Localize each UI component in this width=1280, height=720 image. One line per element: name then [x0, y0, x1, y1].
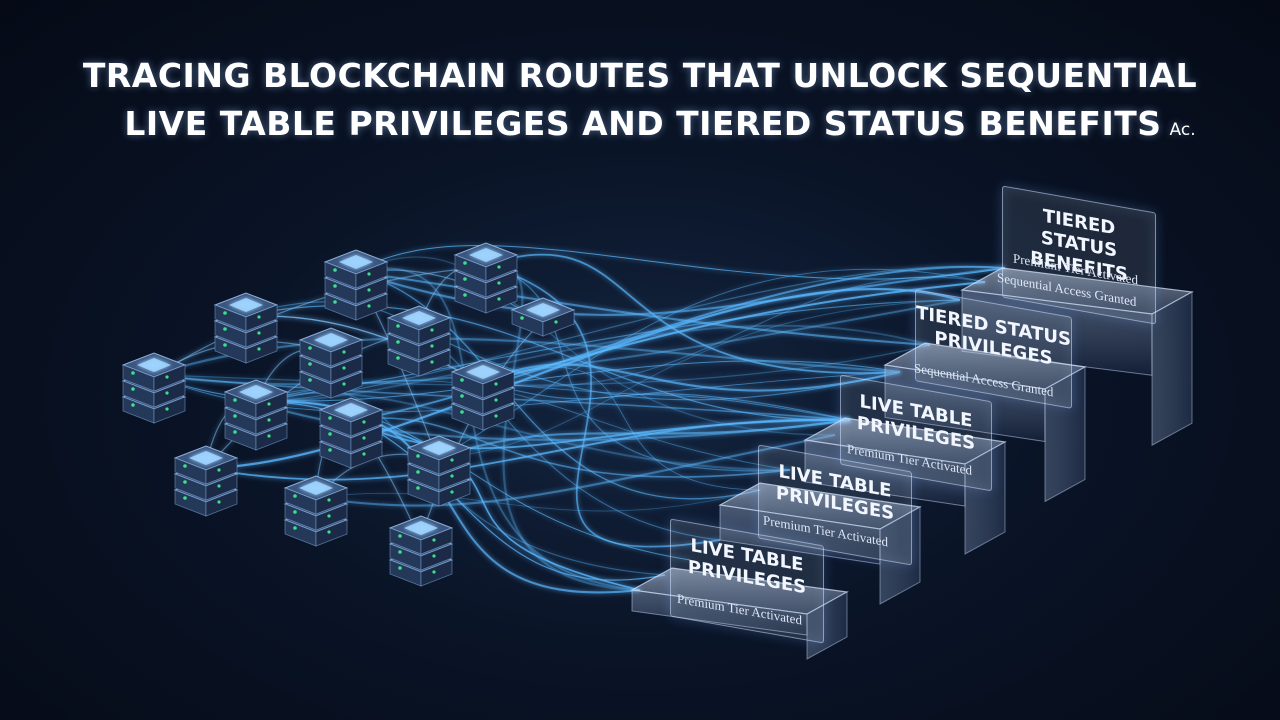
node-network: [121, 242, 576, 587]
route-line: [204, 418, 851, 481]
route-line: [349, 417, 791, 478]
route-line: [354, 270, 931, 347]
headline-line-1: TRACING BLOCKCHAIN ROUTES THAT UNLOCK SE…: [82, 56, 1198, 95]
step-panel-5-title: Live Table Privileges: [687, 535, 807, 599]
blockchain-node: [406, 435, 472, 507]
staircase: [630, 267, 1194, 660]
stair-block-4: [718, 482, 922, 605]
route-line: [314, 489, 761, 512]
route-line: [481, 363, 901, 392]
step-panel-2-title: Tiered Status Privileges: [916, 302, 1071, 370]
route-line: [354, 271, 761, 500]
blockchain-node: [318, 397, 384, 469]
route-line: [481, 280, 986, 383]
route-line: [484, 264, 791, 472]
blockchain-node: [173, 445, 239, 517]
blockchain-node: [510, 297, 576, 337]
headline-line-2-text: LIVE TABLE PRIVILEGES AND TIERED STATUS …: [124, 104, 1162, 143]
route-line: [481, 366, 761, 491]
route-line: [484, 253, 901, 374]
blockchain-node: [450, 359, 516, 431]
node-link: [152, 266, 486, 378]
route-line: [314, 433, 836, 507]
blockchain-node: [298, 327, 364, 399]
headline-tag: Ac.: [1169, 120, 1196, 140]
blockchain-node: [453, 242, 519, 314]
route-line: [152, 344, 931, 386]
route-line: [481, 381, 851, 421]
blockchain-node: [323, 249, 389, 321]
stair-block-2: [883, 342, 1087, 503]
stair-block-5: [630, 567, 849, 660]
blockchain-node: [213, 292, 279, 364]
route-line: [354, 266, 1006, 316]
blockchain-node: [121, 352, 187, 424]
headline: TRACING BLOCKCHAIN ROUTES THAT UNLOCK SE…: [0, 52, 1280, 154]
route-line: [354, 245, 1006, 280]
blockchain-node: [386, 305, 452, 377]
blockchain-node: [388, 515, 454, 587]
stair-block-1: [960, 267, 1194, 447]
headline-line-2: LIVE TABLE PRIVILEGES AND TIERED STATUS …: [0, 100, 1280, 154]
stair-block-3: [803, 417, 1007, 555]
blockchain-node: [223, 379, 289, 451]
blockchain-node: [283, 475, 349, 547]
